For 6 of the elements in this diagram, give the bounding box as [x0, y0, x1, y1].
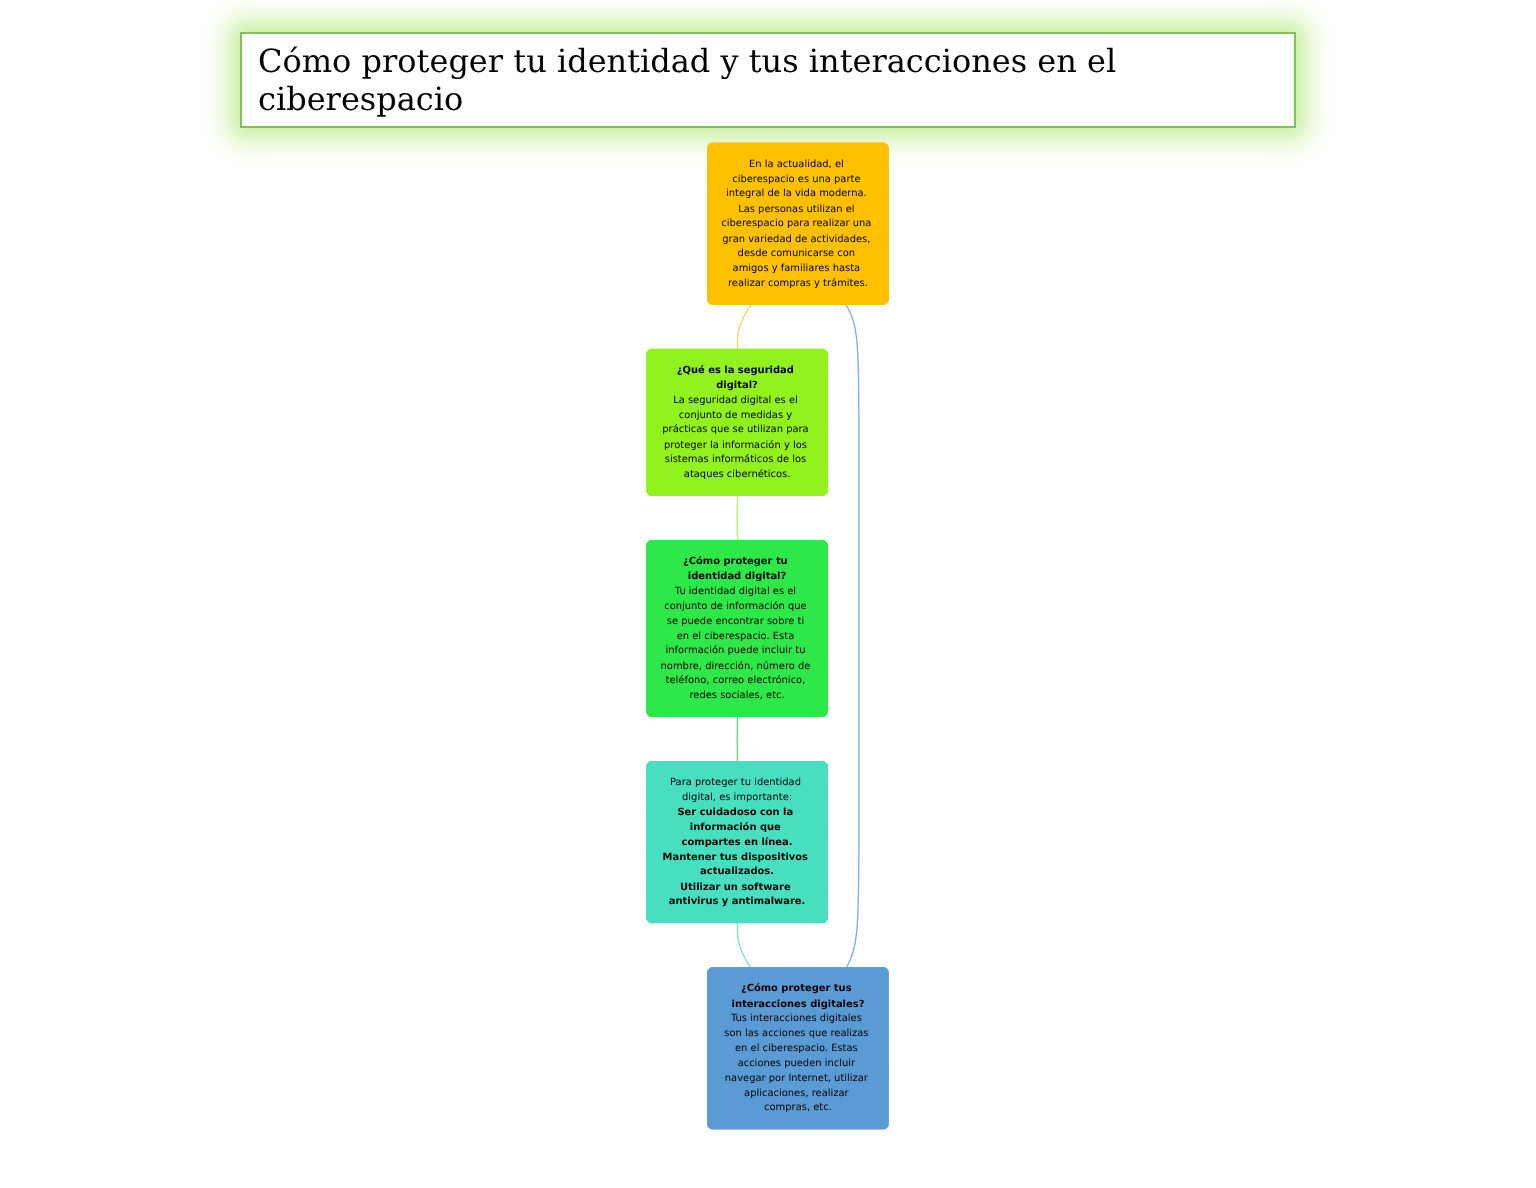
connector	[737, 304, 752, 351]
title: Cómo proteger tu identidad y tus interacciones en el ciberespacio	[240, 32, 1296, 128]
connector	[737, 922, 752, 969]
connector	[737, 716, 739, 763]
connector	[737, 495, 739, 542]
connector	[845, 304, 860, 969]
